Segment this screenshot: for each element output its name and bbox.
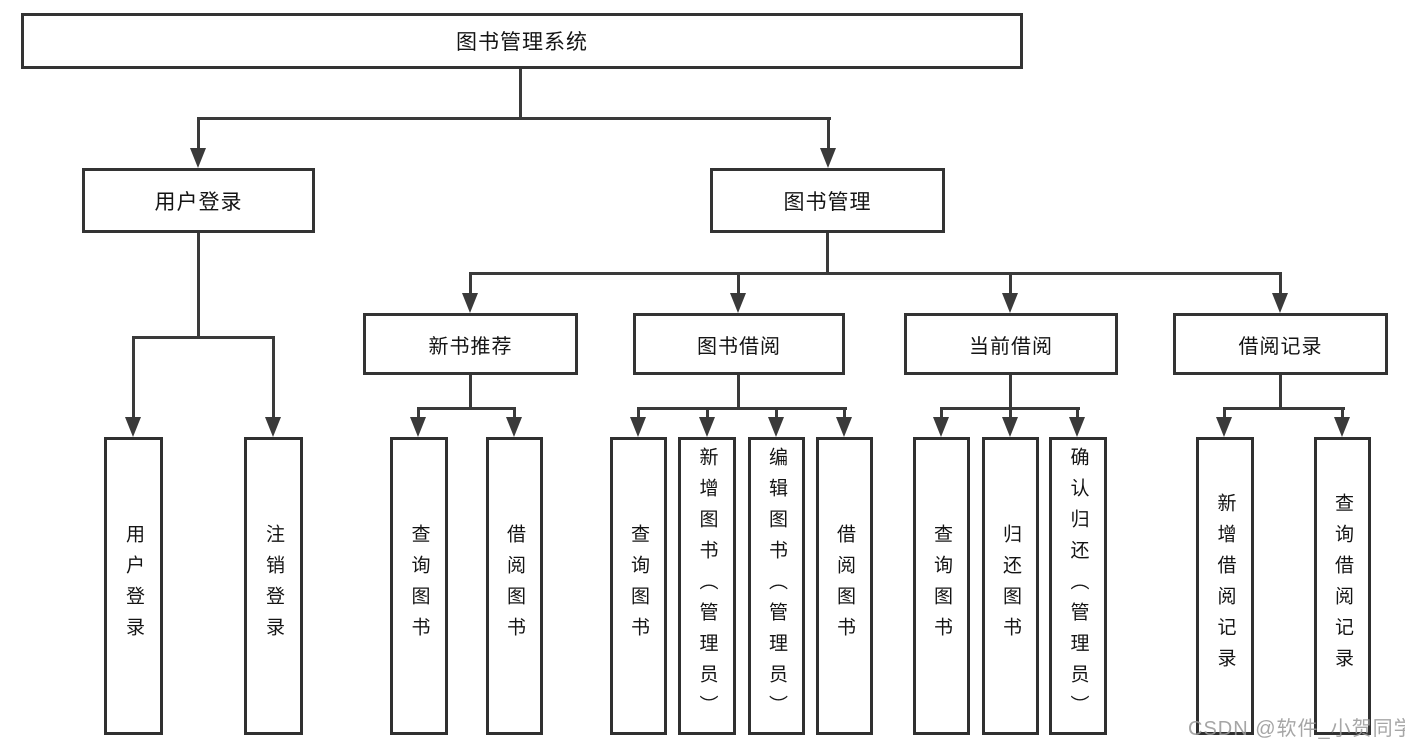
leaf-borrow-books-recommend: 借阅图书 [486,437,543,735]
leaf-user-login: 用户登录 [104,437,163,735]
arrowhead-down-icon [125,417,141,437]
arrowhead-down-icon [1069,417,1085,437]
connector-line-vertical [197,232,200,339]
node-library-management-system: 图书管理系统 [21,13,1023,69]
connector-line-vertical [737,375,740,410]
connector-line-vertical [1341,407,1344,420]
node-user-login: 用户登录 [82,168,315,233]
arrowhead-down-icon [768,417,784,437]
arrowhead-down-icon [1002,293,1018,313]
leaf-logout: 注销登录 [244,437,303,735]
connector-line-vertical [843,407,846,420]
arrowhead-down-icon [265,417,281,437]
arrowhead-down-icon [699,417,715,437]
arrowhead-down-icon [933,417,949,437]
arrowhead-down-icon [1334,417,1350,437]
connector-line-vertical [469,375,472,410]
connector-line-vertical [469,272,472,296]
node-borrowing-records: 借阅记录 [1173,313,1388,375]
connector-line-vertical [637,407,640,420]
leaf-query-books-borrowing: 查询图书 [610,437,667,735]
arrowhead-down-icon [1002,417,1018,437]
connector-line-vertical [519,69,522,120]
arrowhead-down-icon [836,417,852,437]
connector-line-vertical [940,407,943,420]
connector-line-vertical [1279,375,1282,410]
leaf-query-books-recommend: 查询图书 [390,437,448,735]
connector-line-vertical [1279,272,1282,296]
leaf-borrow-books-borrowing: 借阅图书 [816,437,873,735]
connector-line-vertical [197,117,200,151]
connector-line-vertical [513,407,516,420]
connector-line-vertical [706,407,709,420]
arrowhead-down-icon [410,417,426,437]
connector-line-vertical [1223,407,1226,420]
connector-line-vertical [272,336,275,419]
leaf-confirm-return-admin: 确认归还（管理员） [1049,437,1107,735]
connector-line-horizontal [197,117,831,120]
connector-line-vertical [1076,407,1079,420]
node-new-book-recommendation: 新书推荐 [363,313,578,375]
arrowhead-down-icon [190,148,206,168]
leaf-query-books-current: 查询图书 [913,437,970,735]
leaf-add-book-admin: 新增图书（管理员） [678,437,736,735]
arrowhead-down-icon [462,293,478,313]
connector-line-horizontal [1223,407,1345,410]
leaf-return-book: 归还图书 [982,437,1039,735]
connector-line-vertical [1009,407,1012,420]
node-book-management: 图书管理 [710,168,945,233]
node-book-borrowing: 图书借阅 [633,313,845,375]
watermark: CSDN @软件_小贺同学 [1188,718,1405,740]
arrowhead-down-icon [820,148,836,168]
arrowhead-down-icon [1272,293,1288,313]
connector-line-vertical [737,272,740,296]
connector-line-vertical [1009,375,1012,410]
connector-line-vertical [1009,272,1012,296]
arrowhead-down-icon [730,293,746,313]
arrowhead-down-icon [630,417,646,437]
leaf-edit-book-admin: 编辑图书（管理员） [748,437,805,735]
connector-line-vertical [417,407,420,420]
connector-line-horizontal [637,407,847,410]
connector-line-vertical [827,117,830,151]
connector-line-vertical [132,336,135,419]
connector-line-horizontal [417,407,516,410]
connector-line-vertical [775,407,778,420]
leaf-add-borrow-record: 新增借阅记录 [1196,437,1254,735]
node-current-borrowing: 当前借阅 [904,313,1118,375]
connector-line-vertical [826,232,829,275]
arrowhead-down-icon [1216,417,1232,437]
leaf-query-borrow-record: 查询借阅记录 [1314,437,1371,735]
connector-line-horizontal [469,272,1282,275]
arrowhead-down-icon [506,417,522,437]
connector-line-horizontal [132,336,275,339]
